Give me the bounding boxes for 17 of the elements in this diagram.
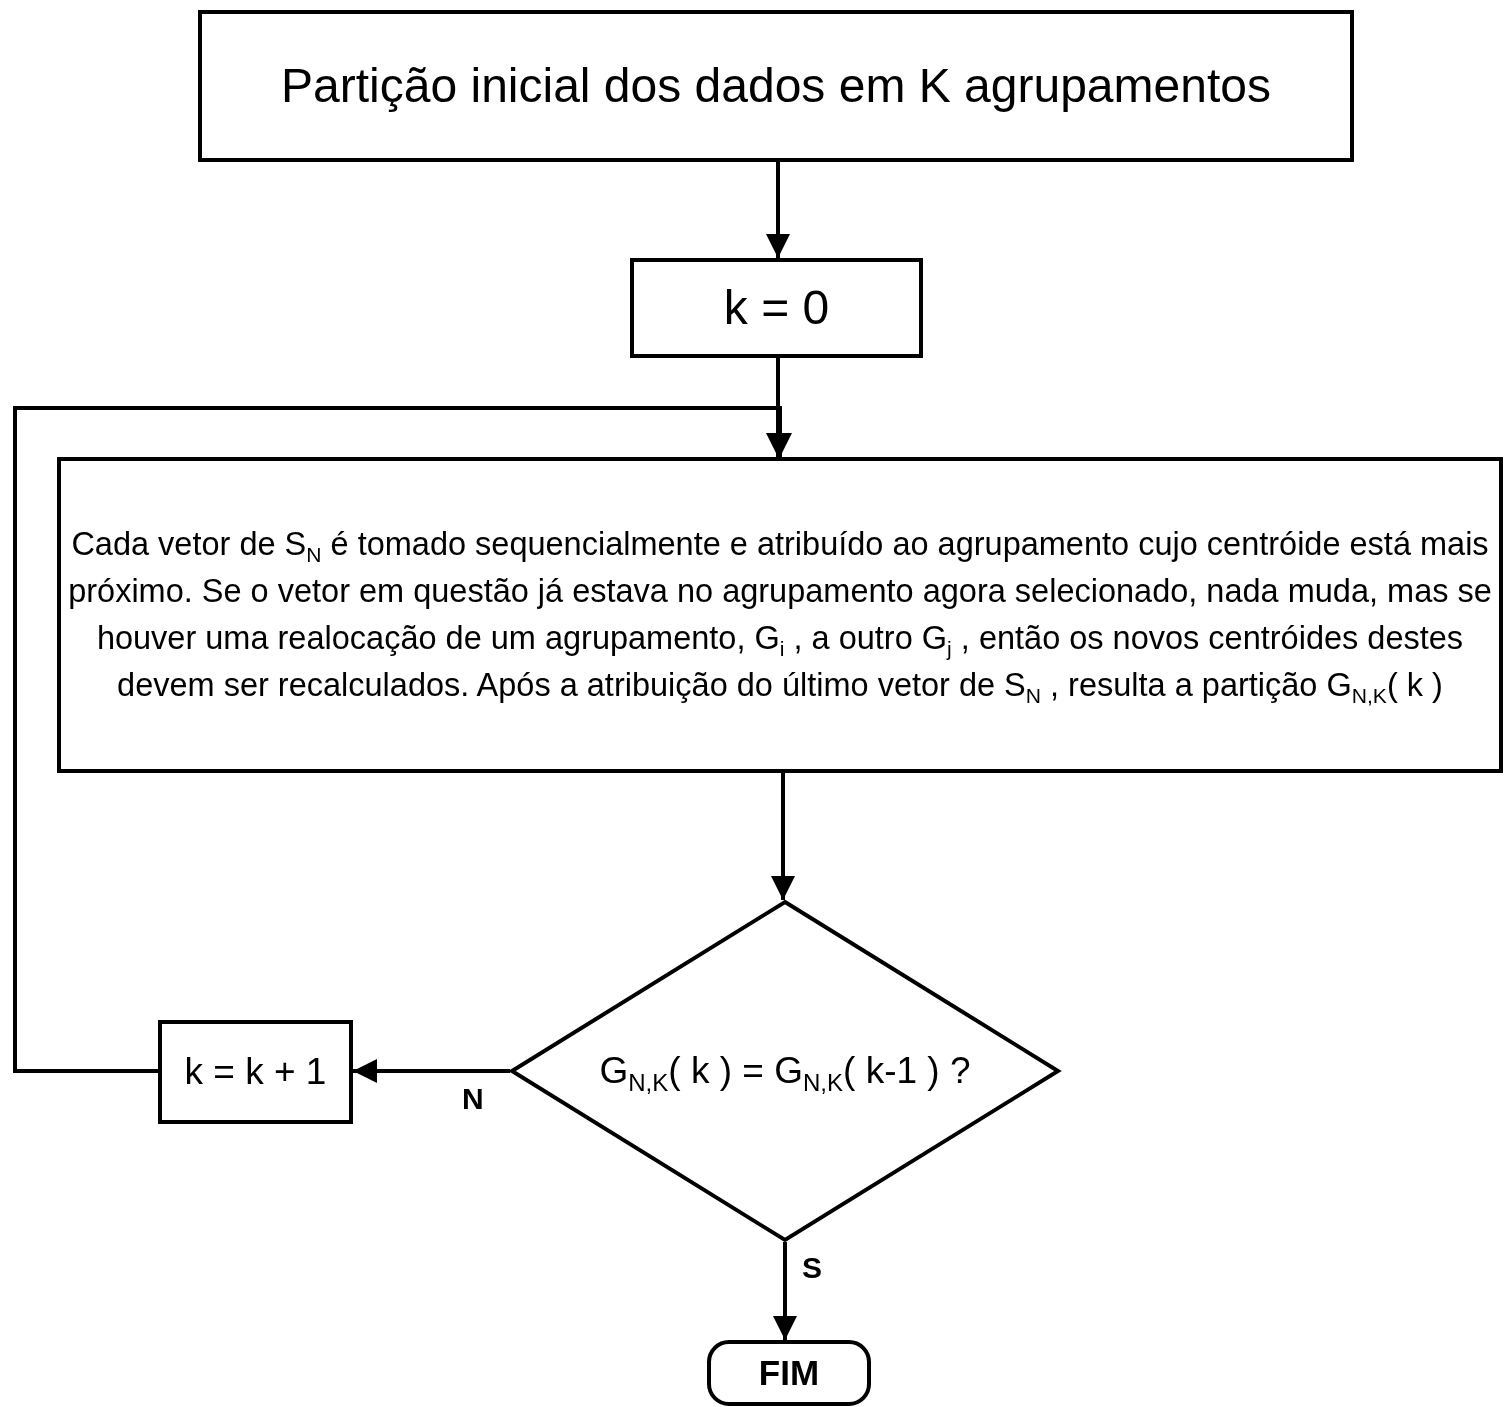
arrow [13, 406, 792, 1073]
terminal-box [707, 1340, 871, 1406]
process-box [158, 1020, 353, 1124]
process-box [630, 258, 923, 358]
arrow [771, 773, 795, 900]
arrow [766, 162, 790, 258]
node-text: Partição inicial dos dados em K agrupamentos [281, 58, 1271, 115]
node-text: k = 0 [723, 280, 830, 337]
arrow [353, 1059, 510, 1083]
process-box [198, 10, 1354, 162]
decision-diamond [510, 900, 1060, 1242]
node-text: G$_{N,K}$( k ) = G$_{N,K}$( k-1 ) ? [599, 1048, 971, 1094]
arrow [773, 1242, 797, 1340]
process-box [57, 457, 1503, 773]
node-text: FIM [758, 1352, 820, 1394]
node-text: k = k + 1 [184, 1049, 327, 1094]
node-text: Cada vetor de S$_{N}$ é tomado sequencialmente e atribuído ao agrupamento cujo centróide está mais próximo. Se o vetor em questão já estava no agrupamento agora selecionado, nada muda, mas se houver uma realocação de um agrupamento, G$_{i}$ , a outro G$_{j}$ , então os novos centróides destes devem ser recalculados. Após a atribuição do último vetor de S$_{N}$ , resulta a partição G$_{N,K}$( k ) [67, 524, 1493, 710]
